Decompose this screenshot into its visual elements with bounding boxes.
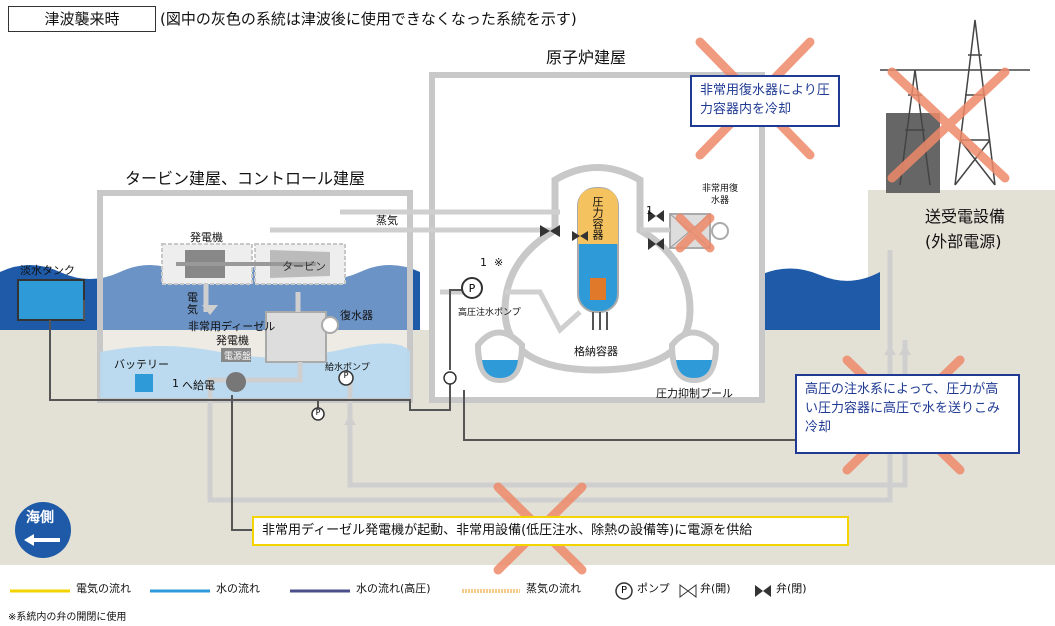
generator-label: 発電機 — [190, 231, 223, 244]
marker-note: ※ — [494, 256, 504, 269]
turbine-label: タービン — [282, 260, 326, 273]
legend-valve-closed: 弁(閉) — [776, 582, 807, 595]
feed-power-num: 1 — [172, 377, 179, 390]
valves — [540, 210, 664, 250]
condenser-label: 復水器 — [340, 309, 373, 322]
feed-pump-symbol — [338, 370, 354, 386]
transmission-towers — [880, 19, 1030, 186]
legend-steam: 蒸気の流れ — [526, 582, 581, 595]
marker-1-ic: 1 — [646, 204, 653, 217]
pump-symbol-rb — [443, 371, 457, 385]
legend-valve-open: 弁(開) — [700, 582, 731, 595]
footnote: ※系統内の弁の開閉に使用 — [8, 612, 127, 623]
legend-electric: 電気の流れ — [76, 582, 131, 595]
marker-1: 1 — [480, 256, 487, 269]
hp-pump-letter: P — [468, 282, 476, 295]
edg-label-2: 発電機 — [216, 334, 249, 347]
reactor-building-label: 原子炉建屋 — [546, 48, 627, 67]
sea-side-badge — [15, 502, 71, 558]
hp-pump-label: 高圧注水ポンプ — [458, 308, 521, 318]
condenser — [265, 311, 327, 363]
containment-label: 格納容器 — [574, 345, 618, 358]
pump-symbol-low — [311, 407, 325, 421]
tsunami-wave-right — [760, 268, 880, 330]
legend-water-hp: 水の流れ(高圧) — [356, 582, 431, 595]
steam-label: 蒸気 — [376, 214, 398, 227]
gray-arrows — [202, 305, 911, 425]
feed-pump-letter: P — [343, 371, 349, 380]
edg-label: 非常用ディーゼル — [188, 320, 276, 333]
ic-label: 非常用復水器 — [701, 184, 738, 206]
callout-isolation-condenser: 非常用復水器により圧力容器内を冷却 — [690, 75, 840, 127]
turbine-building-label: タービン建屋、コントロール建屋 — [125, 169, 366, 188]
sea-side-label: 海側 — [26, 510, 54, 526]
power-panel-label: 電源盤 — [224, 352, 252, 362]
live-lines — [49, 289, 795, 531]
legend-pump-icon — [615, 582, 633, 600]
suppression-pool-label: 圧力抑制プール — [656, 387, 733, 400]
callout-edg-start: 非常用ディーゼル発電機が起動、非常用設備(低圧注水、除熱の設備等)に電源を供給 — [252, 516, 849, 546]
hp-pump-symbol — [461, 277, 483, 299]
feed-pump-label: 給水ポンプ — [325, 363, 370, 373]
power-panel — [221, 348, 251, 362]
left-arrow-icon — [24, 534, 60, 546]
pressure-vessel-steam — [578, 188, 618, 244]
legend-valve-open-icon — [679, 584, 697, 598]
page-title: 津波襲来時 — [8, 6, 156, 32]
electricity-label: 電 気 — [187, 291, 198, 316]
legend-pump: ポンプ — [637, 582, 670, 595]
freshwater-tank-label: 淡水タンク — [20, 264, 75, 277]
fuel-rods — [590, 278, 606, 300]
pressure-vessel-label: 圧力容器 — [591, 196, 604, 240]
power-receiving-sub-label: (外部電源) — [925, 232, 1002, 251]
callout-hpci: 高圧の注水系によって、圧力が高い圧力容器に高圧で水を送りこみ冷却 — [795, 374, 1020, 454]
legend-valve-closed-icon — [755, 585, 771, 597]
legend-water: 水の流れ — [216, 582, 260, 595]
pump-low-letter: P — [315, 408, 321, 417]
battery-label: バッテリー — [114, 358, 169, 371]
battery — [135, 374, 153, 392]
hill — [868, 190, 1055, 330]
page-subtitle: (図中の灰色の系統は津波後に使用できなくなった系統を示す) — [160, 10, 577, 28]
feed-power-label: へ給電 — [182, 379, 215, 392]
freshwater-tank — [17, 279, 85, 321]
power-receiving-label: 送受電設備 — [925, 207, 1006, 226]
edg-unit — [226, 372, 246, 392]
legend-pump-letter: P — [620, 585, 628, 596]
